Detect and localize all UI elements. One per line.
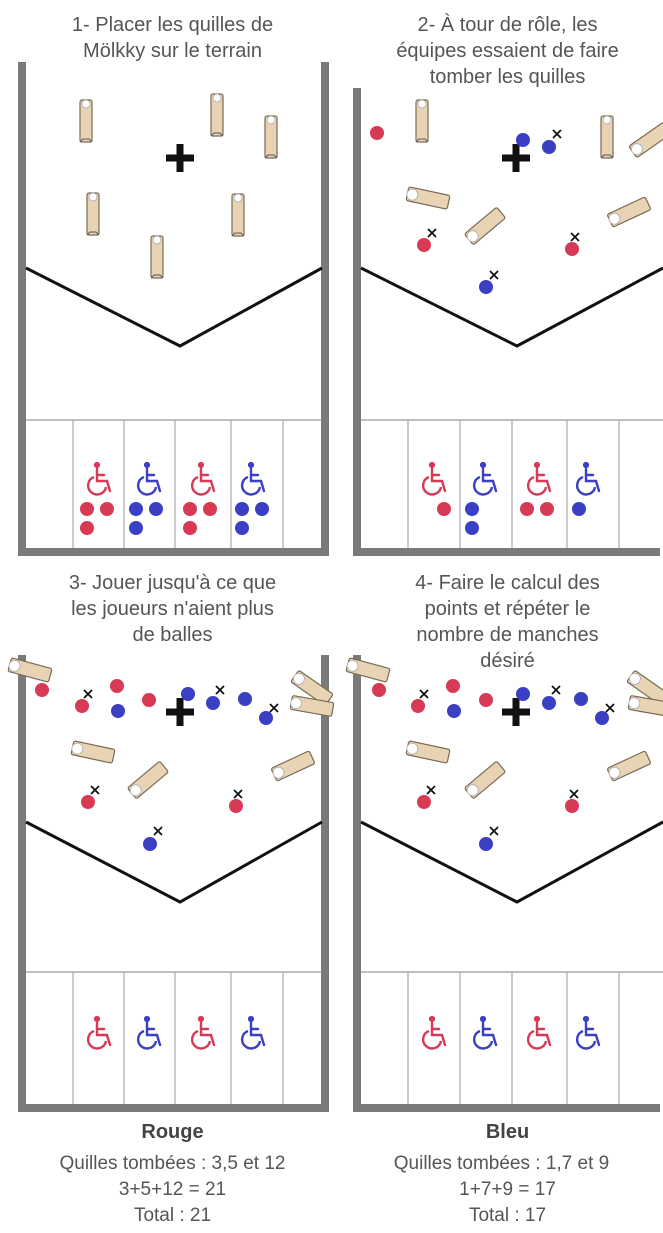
wheelchair-icon xyxy=(575,461,601,496)
step2-line3: tomber les quilles xyxy=(429,66,586,88)
pin-icon xyxy=(627,121,663,159)
step2-caption: 2- À tour de rôle, les équipes essaient … xyxy=(355,12,660,90)
pin-icon xyxy=(150,235,164,279)
pin-icon xyxy=(6,657,53,683)
wheelchair-icon xyxy=(86,1015,112,1050)
wheelchair-icon xyxy=(190,461,216,496)
court-3 xyxy=(6,655,335,1112)
cross-icon xyxy=(426,785,436,795)
cross-icon xyxy=(605,703,615,713)
step4-line1: 4- Faire le calcul des xyxy=(415,572,600,594)
step3-line2: les joueurs n'aient plus xyxy=(71,598,274,620)
cross-icon xyxy=(215,685,225,695)
cross-icon xyxy=(83,689,93,699)
wheelchair-icon xyxy=(136,1015,162,1050)
step4-line3: nombre de manches xyxy=(416,624,599,646)
cross-icon xyxy=(153,826,163,836)
step1-caption: 1- Placer les quilles de Mölkky sur le t… xyxy=(20,12,325,64)
ball-icon xyxy=(80,502,217,535)
wheelchair-icon xyxy=(421,461,447,496)
cross-icon xyxy=(570,232,580,242)
wheelchair-icon xyxy=(86,461,112,496)
ball-icon xyxy=(437,502,586,535)
court-4 xyxy=(344,655,663,1112)
step3-caption: 3- Jouer jusqu'à ce que les joueurs n'ai… xyxy=(20,570,325,648)
wheelchair-icon xyxy=(472,1015,498,1050)
cross-icon xyxy=(569,789,579,799)
ball-icon xyxy=(35,679,273,851)
pin-icon xyxy=(463,206,507,246)
cross-icon xyxy=(489,826,499,836)
step4-line4: désiré xyxy=(480,650,535,672)
pin-icon xyxy=(404,740,451,764)
wheelchair-icon xyxy=(240,1015,266,1050)
step2-line1: 2- À tour de rôle, les xyxy=(417,14,598,36)
cross-icon xyxy=(489,270,499,280)
step3-line1: 3- Jouer jusqu'à ce que xyxy=(68,572,277,594)
step4-line2: points et répéter le xyxy=(424,598,591,620)
pin-icon xyxy=(404,186,451,210)
pin-icon xyxy=(264,115,278,159)
court-1 xyxy=(18,62,329,556)
court-2 xyxy=(353,88,663,556)
pin-icon xyxy=(605,750,652,783)
score-rouge-total: Total : 21 xyxy=(133,1205,212,1226)
pin-icon xyxy=(126,760,170,800)
score-bleu-total: Total : 17 xyxy=(468,1205,547,1226)
wheelchair-icon xyxy=(526,1015,552,1050)
score-bleu-fallen: Quilles tombées : 1,7 et 9 xyxy=(393,1153,610,1174)
cross-icon xyxy=(269,703,279,713)
pin-icon xyxy=(605,196,652,229)
step3-line3: de balles xyxy=(132,624,213,646)
wheelchair-icon xyxy=(575,1015,601,1050)
pin-icon xyxy=(415,99,429,143)
cross-icon xyxy=(427,228,437,238)
pin-icon xyxy=(79,99,93,143)
step1-line1: 1- Placer les quilles de xyxy=(71,14,274,36)
target-cross-icon xyxy=(166,144,194,172)
ball-icon xyxy=(129,502,269,535)
wheelchair-icon xyxy=(190,1015,216,1050)
wheelchair-icon xyxy=(136,461,162,496)
step4-caption: 4- Faire le calcul des points et répéter… xyxy=(355,570,660,674)
wheelchair-icon xyxy=(526,461,552,496)
ball-icon xyxy=(372,679,609,851)
wheelchair-icon xyxy=(421,1015,447,1050)
target-cross-icon xyxy=(502,698,530,726)
score-rouge-calc: 3+5+12 = 21 xyxy=(118,1179,227,1200)
score-bleu-calc: 1+7+9 = 17 xyxy=(459,1179,556,1200)
score-bleu-title: Bleu xyxy=(485,1121,530,1143)
wheelchair-icon xyxy=(240,461,266,496)
target-cross-icon xyxy=(502,144,530,172)
cross-icon xyxy=(552,129,562,139)
cross-icon xyxy=(419,689,429,699)
ball-icon xyxy=(370,126,579,294)
pin-icon xyxy=(69,740,116,764)
target-cross-icon xyxy=(166,698,194,726)
cross-icon xyxy=(551,685,561,695)
score-rouge-fallen: Quilles tombées : 3,5 et 12 xyxy=(59,1153,286,1174)
pin-icon xyxy=(210,93,224,137)
pin-icon xyxy=(600,115,614,159)
score-rouge-title: Rouge xyxy=(141,1121,204,1143)
pin-icon xyxy=(344,657,391,683)
pin-icon xyxy=(86,192,100,236)
step2-line2: équipes essaient de faire xyxy=(396,40,619,62)
pin-icon xyxy=(269,750,316,783)
cross-icon xyxy=(90,785,100,795)
pin-icon xyxy=(231,193,245,237)
pin-icon xyxy=(463,760,507,800)
cross-icon xyxy=(233,789,243,799)
wheelchair-icon xyxy=(472,461,498,496)
step1-line2: Mölkky sur le terrain xyxy=(83,40,262,62)
